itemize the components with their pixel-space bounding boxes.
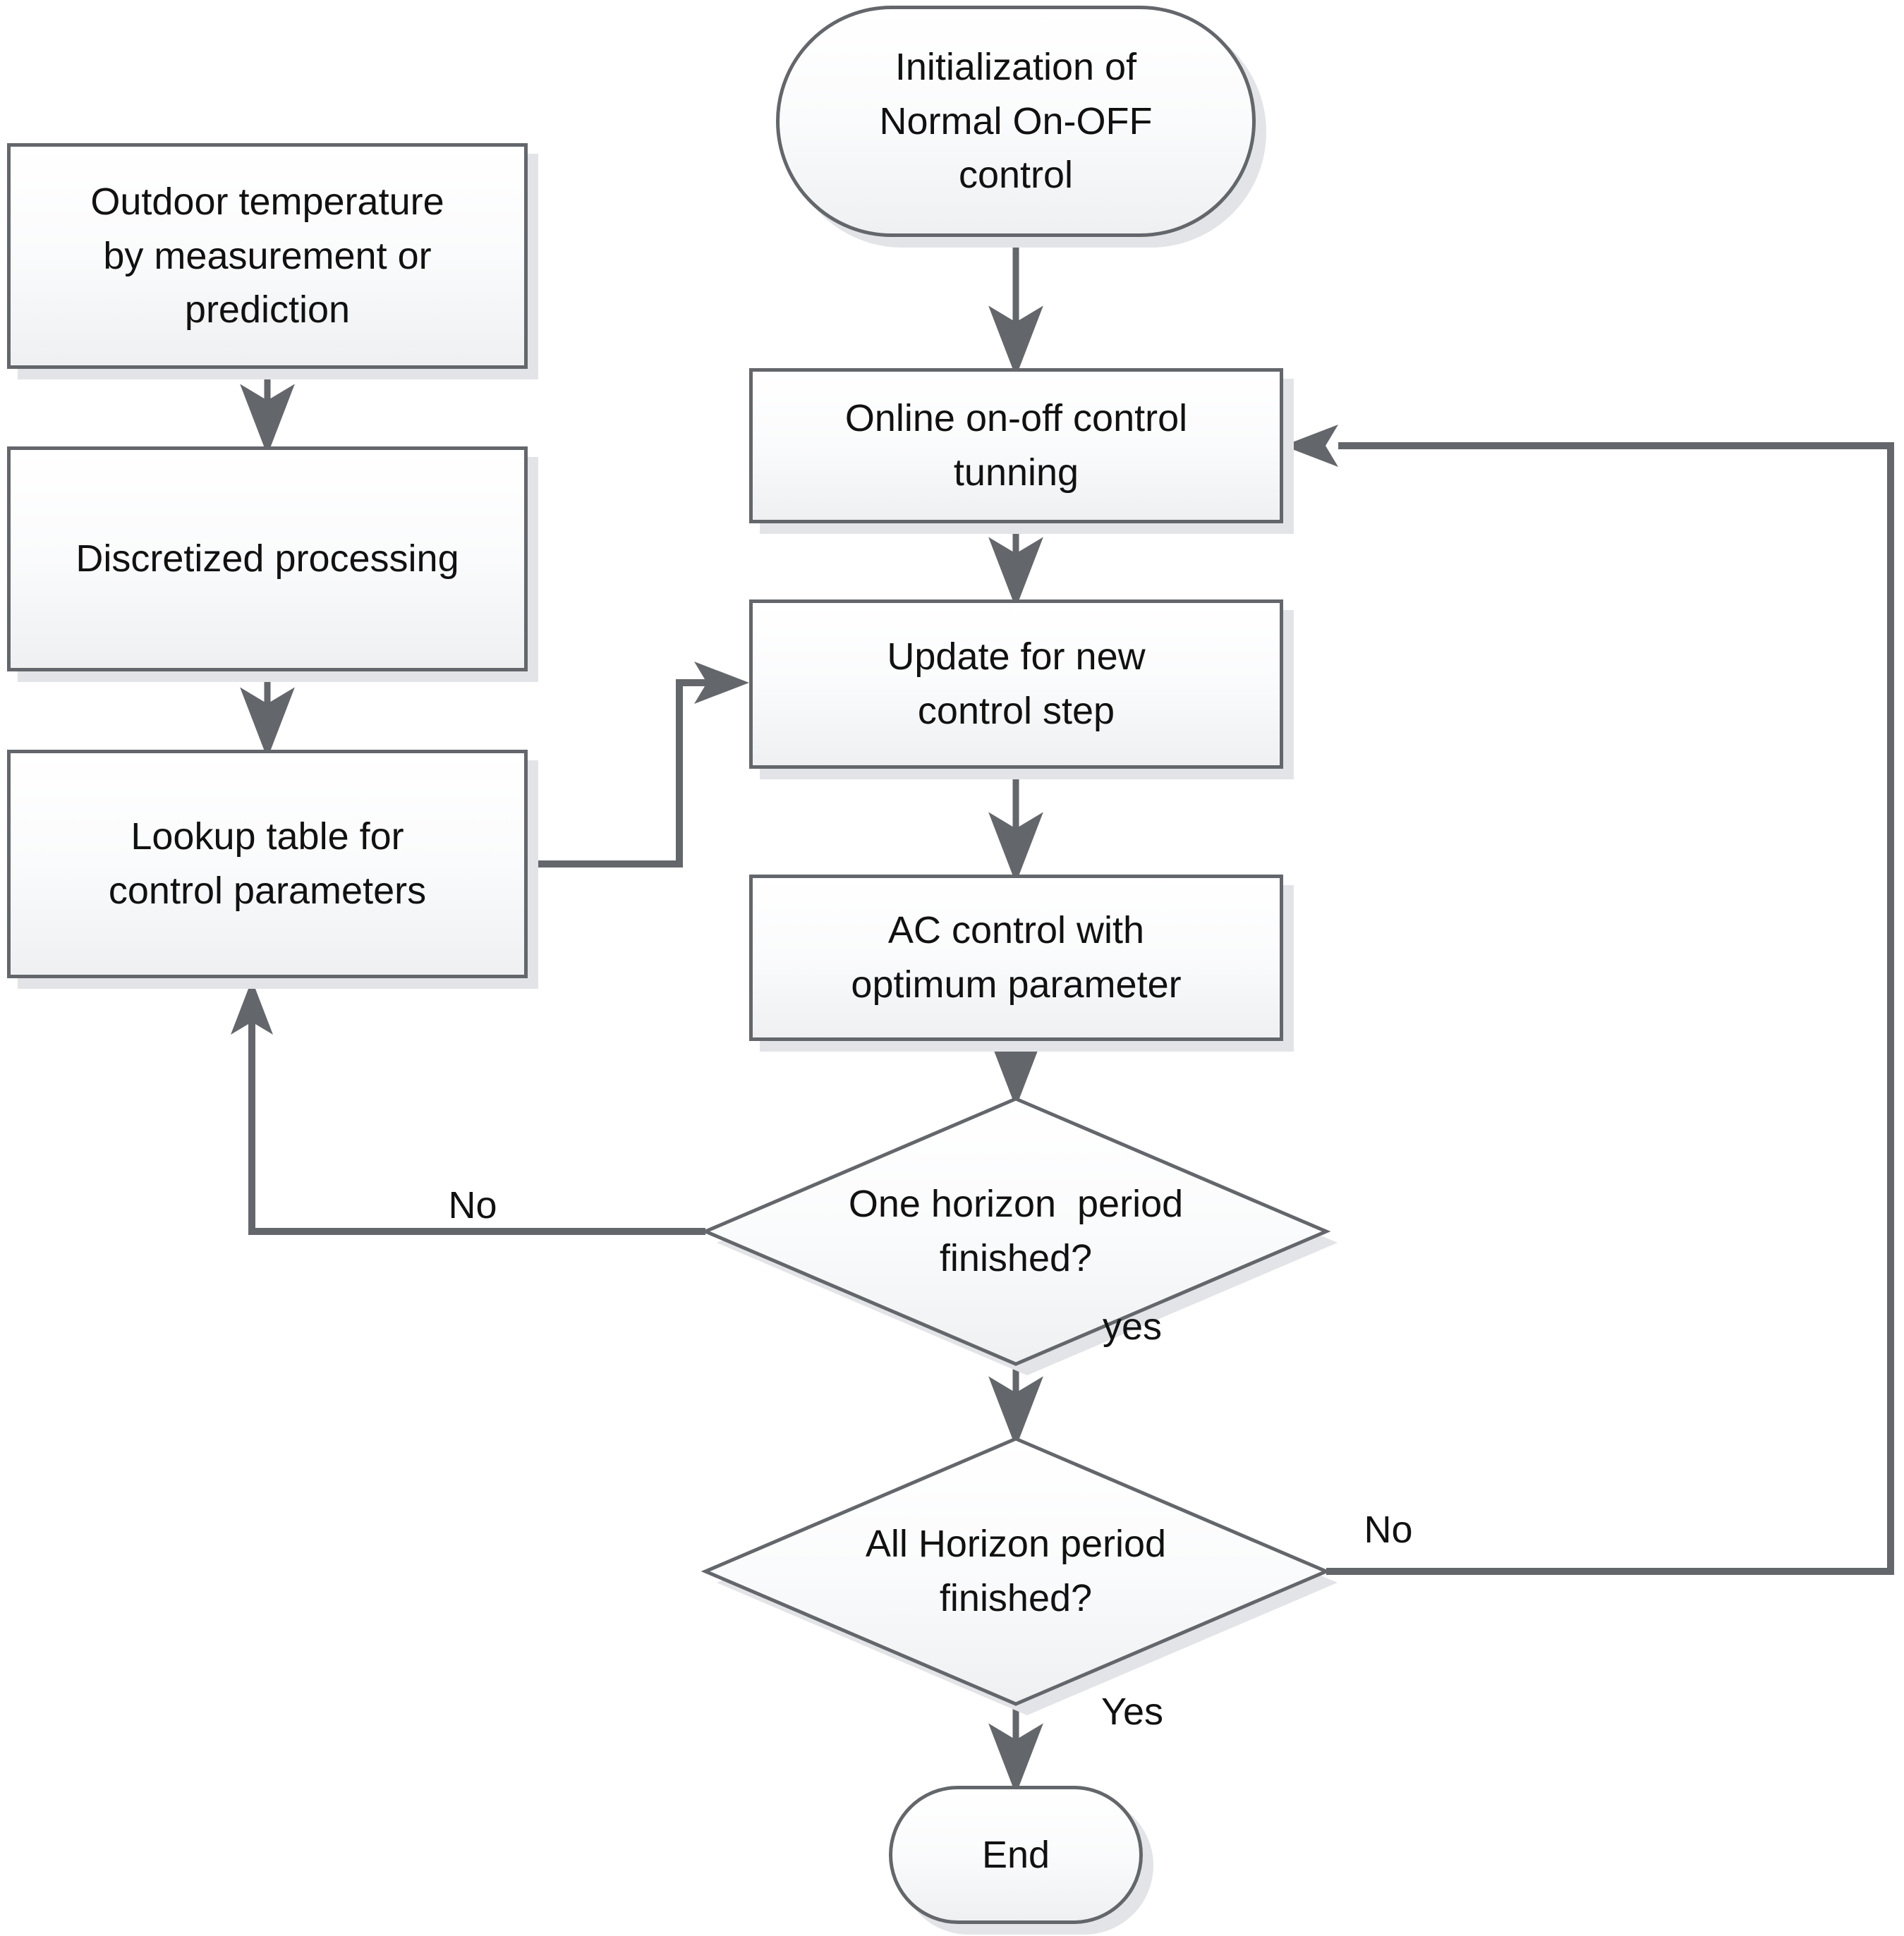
node-end: End	[889, 1786, 1143, 1924]
node-label: Outdoor temperature by measurement or pr…	[90, 180, 444, 331]
edge-horizon-one-no-to-lookup	[231, 980, 705, 1235]
edge-init-to-tunning	[988, 237, 1043, 377]
diamond-shape	[701, 1097, 1331, 1366]
node-label: Discretized processing	[75, 537, 459, 580]
edge-outdoor-to-discretized	[240, 369, 295, 456]
edge-update-to-ac	[988, 769, 1043, 884]
arrow-down-icon	[988, 1036, 1043, 1108]
node-label: Initialization of Normal On-OFF control	[879, 45, 1153, 197]
arrow-left-icon	[1283, 425, 1338, 467]
arrow-down-icon	[240, 384, 295, 456]
node-label: AC control with optimum parameter	[851, 909, 1182, 1006]
arrow-down-icon	[988, 812, 1043, 884]
arrow-down-icon	[988, 305, 1043, 377]
edge-tunning-to-update	[988, 523, 1043, 609]
node-update-control-step: Update for new control step	[749, 599, 1283, 769]
edge-label-all-horizon-no: No	[1364, 1509, 1413, 1551]
edge-horizon-all-no-to-tunning	[1283, 425, 1894, 1575]
node-initialization: Initialization of Normal On-OFF control	[776, 6, 1256, 237]
node-all-horizon-question: All Horizon period finished?	[734, 1497, 1298, 1646]
node-label: Lookup table for control parameters	[108, 815, 427, 912]
arrow-down-icon	[988, 537, 1043, 609]
arrow-down-icon	[988, 1376, 1043, 1448]
node-online-tunning: Online on-off control tunning	[749, 368, 1283, 523]
decision-all-horizon	[701, 1437, 1338, 1715]
arrow-right-icon	[694, 662, 749, 704]
edge-horizon-one-yes-to-horizon-all	[988, 1364, 1043, 1448]
node-ac-control: AC control with optimum parameter	[749, 875, 1283, 1041]
node-label: Update for new control step	[887, 635, 1146, 732]
arrow-down-icon	[988, 1723, 1043, 1795]
edge-label-one-horizon-yes: yes	[1102, 1305, 1163, 1348]
decision-one-horizon	[701, 1097, 1338, 1375]
edge-label-one-horizon-no: No	[448, 1184, 497, 1226]
arrow-up-icon	[231, 980, 273, 1035]
edge-horizon-all-yes-to-end	[988, 1704, 1043, 1795]
node-one-horizon-question: One horizon period finished?	[734, 1157, 1298, 1306]
node-discretized-processing: Discretized processing	[7, 446, 528, 671]
edge-lookup-to-update	[528, 662, 749, 867]
node-lookup-table: Lookup table for control parameters	[7, 750, 528, 978]
arrow-down-icon	[240, 687, 295, 759]
node-label: End	[981, 1833, 1050, 1876]
edge-label-all-horizon-yes: Yes	[1100, 1691, 1164, 1733]
node-label: Online on-off control tunning	[844, 397, 1188, 494]
diamond-shape	[701, 1437, 1331, 1706]
edge-ac-to-horizon-one	[988, 1036, 1043, 1108]
edge-discretized-to-lookup	[240, 671, 295, 759]
node-outdoor-temperature: Outdoor temperature by measurement or pr…	[7, 143, 528, 369]
node-label: One horizon period finished?	[848, 1183, 1184, 1279]
node-label: All Horizon period finished?	[865, 1523, 1167, 1619]
